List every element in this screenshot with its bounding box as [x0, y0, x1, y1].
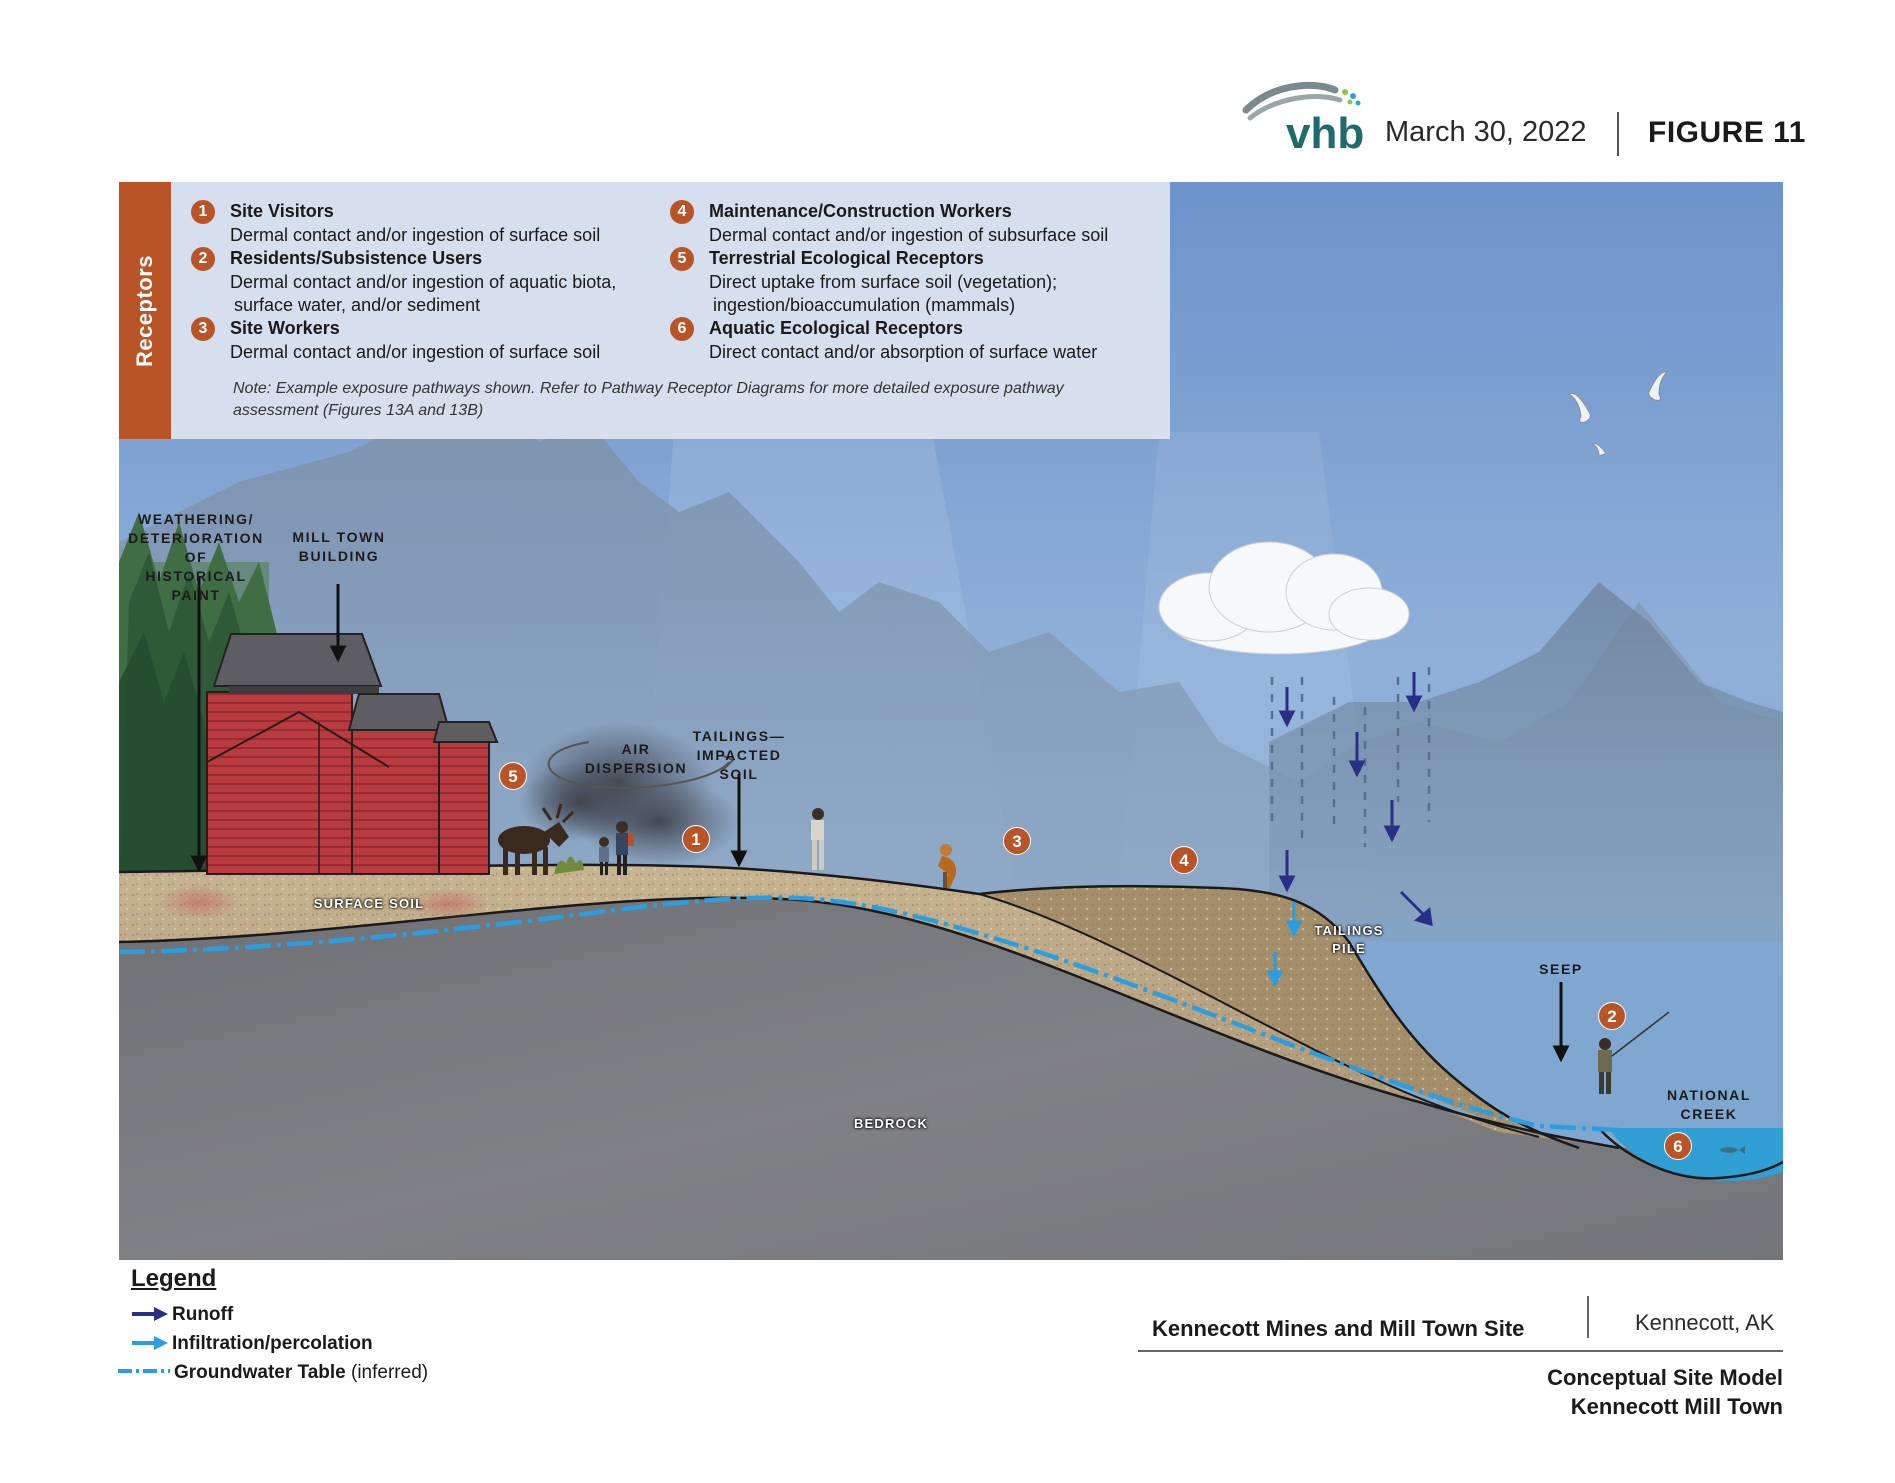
national-creek-water	[1609, 1128, 1783, 1181]
legend-title: Legend	[131, 1265, 217, 1292]
receptor-2-title: Residents/Subsistence Users	[230, 248, 483, 268]
callout-3: 3	[1003, 827, 1031, 855]
callout-4: 4	[1170, 846, 1198, 874]
site-visitors-figures	[599, 821, 634, 875]
receptor-6-number: 6	[670, 317, 694, 341]
receptor-4-desc: Dermal contact and/or ingestion of subsu…	[709, 225, 1109, 245]
figure-title-line1: Conceptual Site Model	[1547, 1365, 1783, 1390]
receptor-1-desc: Dermal contact and/or ingestion of surfa…	[230, 225, 601, 245]
infiltration-arrows	[1266, 902, 1303, 988]
runoff-arrows	[1278, 672, 1433, 927]
site-name: Kennecott Mines and Mill Town Site	[1152, 1316, 1525, 1341]
receptor-1-number: 1	[191, 200, 215, 224]
groundwater-line-icon	[118, 1369, 170, 1373]
receptor-5-desc-line2: ingestion/bioaccumulation (mammals)	[713, 295, 1016, 315]
label-pointer-arrows	[190, 577, 1570, 1063]
title-block-divider	[1587, 1296, 1589, 1338]
air-dispersion-arrow	[547, 741, 735, 789]
site-worker-figure	[811, 808, 824, 870]
legend-groundwater-suffix: (inferred)	[345, 1362, 429, 1383]
receptor-2-desc-line2: surface water, and/or sediment	[234, 295, 481, 315]
receptor-5-title: Terrestrial Ecological Receptors	[709, 248, 984, 268]
legend-infiltration-label: Infiltration/percolation	[172, 1333, 373, 1354]
receptor-5-desc-line1: Direct uptake from surface soil (vegetat…	[709, 272, 1058, 292]
paint-stain	[159, 884, 239, 920]
legend-groundwater-label: Groundwater Table (inferred)	[174, 1362, 429, 1383]
runoff-arrow-icon	[132, 1307, 168, 1321]
receptor-4-number: 4	[670, 200, 694, 224]
surface-soil-label: SURFACE SOIL	[313, 896, 425, 911]
callout-6: 6	[1664, 1132, 1692, 1160]
mountain-range-near	[1269, 582, 1783, 942]
receptor-4-title: Maintenance/Construction Workers	[709, 201, 1012, 221]
receptor-3-title: Site Workers	[230, 318, 340, 338]
receptor-3-desc: Dermal contact and/or ingestion of surfa…	[230, 342, 601, 362]
site-location: Kennecott, AK	[1635, 1310, 1775, 1335]
receptor-2-desc-line1: Dermal contact and/or ingestion of aquat…	[230, 272, 617, 292]
callout-1: 1	[682, 825, 710, 853]
header-divider	[1617, 112, 1619, 156]
callout-2: 2	[1598, 1002, 1626, 1030]
bedrock-label: BEDROCK	[853, 1116, 929, 1131]
angler-figure	[1598, 1011, 1670, 1094]
receptor-1-title: Site Visitors	[230, 201, 334, 221]
receptors-tab-label: Receptors	[132, 254, 157, 367]
receptors-panel	[119, 182, 1170, 439]
logo-swoosh-icon	[1242, 81, 1361, 121]
mill-town-building	[206, 633, 499, 875]
ground-outline	[119, 863, 1580, 1150]
receptor-2-number: 2	[191, 247, 215, 271]
rain-cloud	[1158, 541, 1410, 655]
receptor-3-number: 3	[191, 317, 215, 341]
construction-worker-figure	[938, 844, 957, 888]
moose-icon	[498, 803, 575, 875]
legend-runoff-label: Runoff	[172, 1304, 234, 1325]
infiltration-arrow-icon	[132, 1336, 168, 1350]
receptor-5-number: 5	[670, 247, 694, 271]
fish-icon	[1719, 1146, 1745, 1154]
receptors-tab	[119, 182, 171, 439]
receptors-note: Note: Example exposure pathways shown. R…	[233, 380, 1064, 419]
title-block-rule	[1138, 1350, 1783, 1352]
bedrock	[119, 897, 1783, 1260]
receptor-6-title: Aquatic Ecological Receptors	[709, 318, 964, 338]
seep-label: SEEP	[1539, 961, 1583, 977]
groundwater-table-line	[119, 895, 1620, 1133]
vhb-logo: vhb	[1240, 80, 1385, 158]
gull-birds-icon	[1567, 371, 1668, 457]
figure-number: FIGURE 11	[1648, 116, 1806, 149]
rain-dashes	[1270, 667, 1431, 847]
callout-5: 5	[499, 762, 527, 790]
shrub-icon	[554, 856, 584, 874]
header-date: March 30, 2022	[1385, 116, 1587, 148]
logo-text: vhb	[1286, 109, 1364, 155]
receptor-6-desc: Direct contact and/or absorption of surf…	[709, 342, 1098, 362]
figure-title-line2: Kennecott Mill Town	[1570, 1394, 1783, 1419]
